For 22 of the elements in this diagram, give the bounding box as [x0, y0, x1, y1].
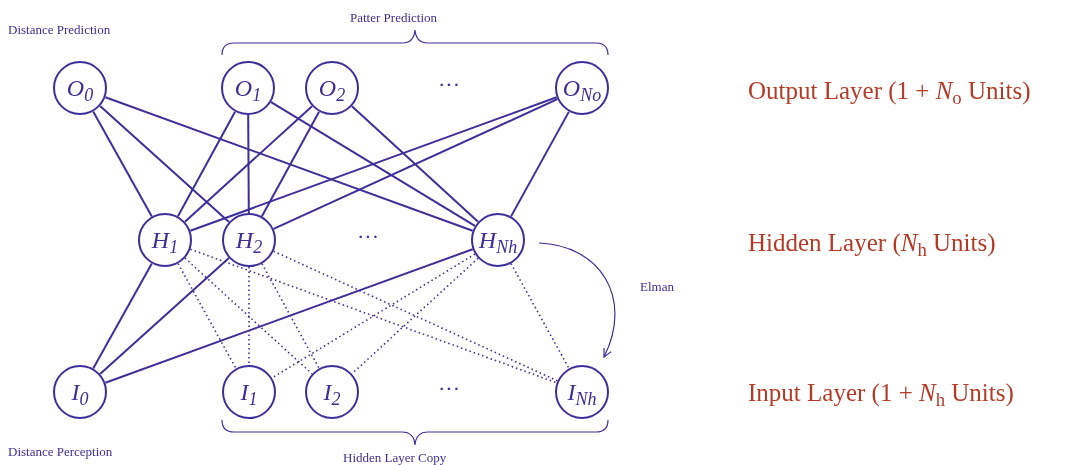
layer-label: Hidden Layer (N$_{h}$ Units)	[748, 228, 996, 262]
ellipsis: ···	[357, 226, 379, 248]
connection-line	[270, 101, 476, 227]
layer-label: Output Layer (1 + N$_{o}$ Units)	[748, 76, 1031, 110]
caption-text: Patter Prediction	[350, 9, 437, 27]
connection-line	[247, 114, 250, 214]
ellipsis: ···	[438, 378, 460, 400]
caption-text: Hidden Layer Copy	[343, 449, 447, 465]
caption-text: Distance Perception	[8, 443, 113, 461]
dotted-connection	[351, 257, 479, 375]
edge-label: Elman	[640, 278, 674, 296]
connection-line	[99, 257, 230, 375]
layer-label: Input Layer (1 + N$_{h}$ Units)	[748, 378, 1014, 412]
curved-arrow	[538, 242, 616, 358]
dotted-connection	[248, 266, 250, 366]
connection-line	[99, 105, 230, 223]
connection-line	[350, 105, 480, 223]
caption-text: Distance Prediction	[8, 21, 111, 39]
dotted-connection	[271, 253, 476, 379]
ellipsis: ···	[438, 74, 460, 96]
connection-line	[183, 105, 314, 223]
dotted-connection	[184, 257, 313, 375]
